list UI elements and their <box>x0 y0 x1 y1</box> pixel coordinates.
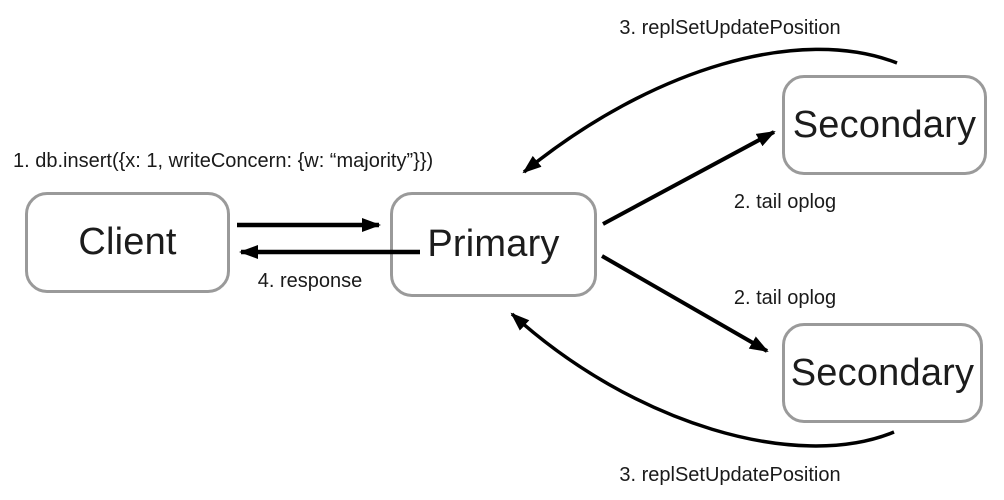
node-secondary-top-label: Secondary <box>792 103 977 146</box>
node-secondary-bottom-label: Secondary <box>790 351 975 394</box>
node-secondary-bottom: Secondary <box>782 323 983 423</box>
node-client-label: Client <box>78 221 177 263</box>
node-secondary-top: Secondary <box>782 75 987 175</box>
edge-label-tail-oplog-top: 2. tail oplog <box>733 191 837 213</box>
edge-label-response: 4. response <box>257 270 363 292</box>
edge-label-replsetupdateposition-bottom: 3. replSetUpdatePosition <box>619 464 841 486</box>
node-client: Client <box>25 192 230 293</box>
edge-label-tail-oplog-bottom: 2. tail oplog <box>733 287 837 309</box>
node-primary-label: Primary <box>427 223 560 265</box>
edge-label-db-insert: 1. db.insert({x: 1, writeConcern: {w: “m… <box>13 150 434 172</box>
edge-label-replsetupdateposition-top: 3. replSetUpdatePosition <box>619 17 841 39</box>
node-primary: Primary <box>390 192 597 297</box>
